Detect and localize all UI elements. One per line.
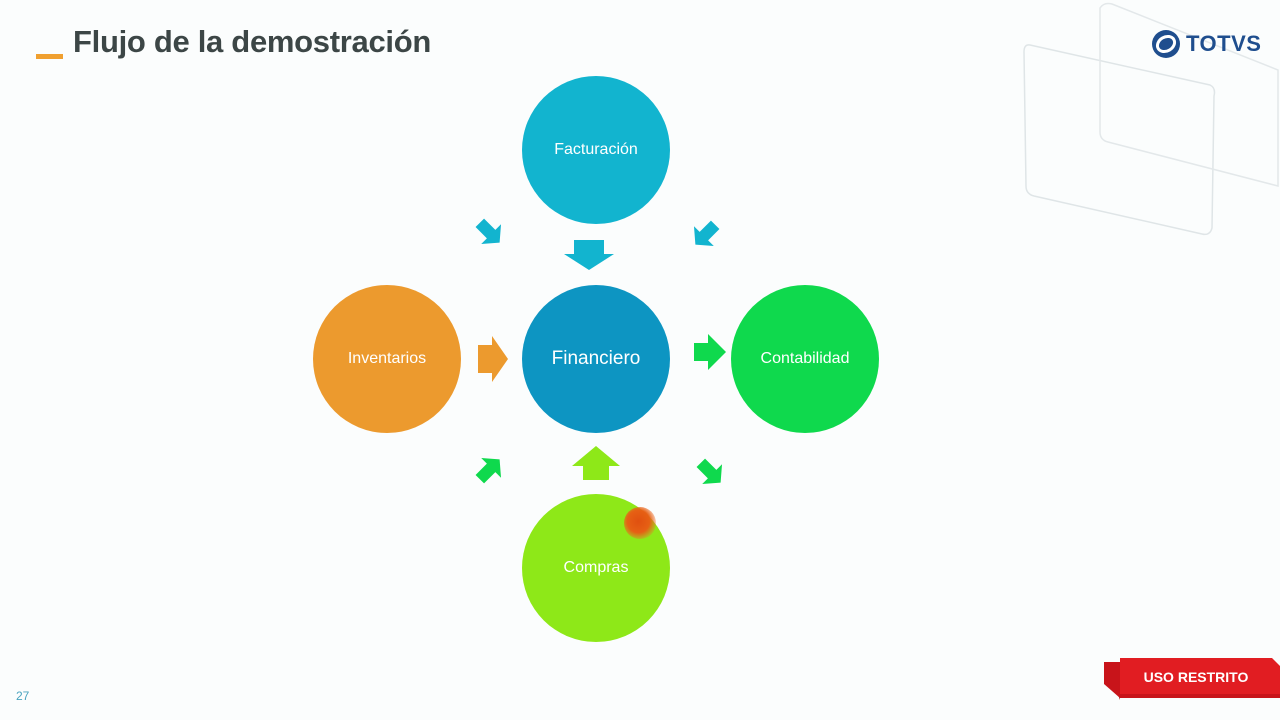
arrow-up-icon: [572, 446, 620, 480]
node-financiero: Financiero: [522, 285, 670, 433]
node-label: Contabilidad: [760, 350, 850, 367]
node-label: Facturación: [554, 141, 638, 158]
presenter-pointer: [624, 507, 656, 539]
arrow-diagonal-icon: [696, 458, 723, 485]
node-label: Financiero: [551, 348, 641, 369]
title-accent-bar: [36, 54, 63, 59]
arrow-diagonal-icon: [475, 218, 502, 245]
arrow-diagonal-icon: [693, 220, 720, 247]
node-facturacion: Facturación: [522, 76, 670, 224]
node-label: Inventarios: [347, 350, 427, 367]
arrow-right-icon: [694, 334, 726, 370]
arrow-right-icon: [478, 336, 508, 382]
page-number: 27: [16, 689, 30, 703]
slide-title: Flujo de la demostración: [73, 24, 431, 59]
node-label: Compras: [563, 559, 629, 576]
restricted-badge: [1104, 658, 1280, 700]
arrow-down-icon: [564, 240, 614, 270]
restricted-label: USO RESTRITO: [1143, 669, 1249, 685]
logo-text: TOTVS: [1186, 31, 1262, 56]
node-inventarios: Inventarios: [313, 285, 461, 433]
totvs-logo-mark-icon: [1152, 30, 1180, 58]
arrow-diagonal-icon: [475, 457, 502, 484]
node-contabilidad: Contabilidad: [731, 285, 879, 433]
